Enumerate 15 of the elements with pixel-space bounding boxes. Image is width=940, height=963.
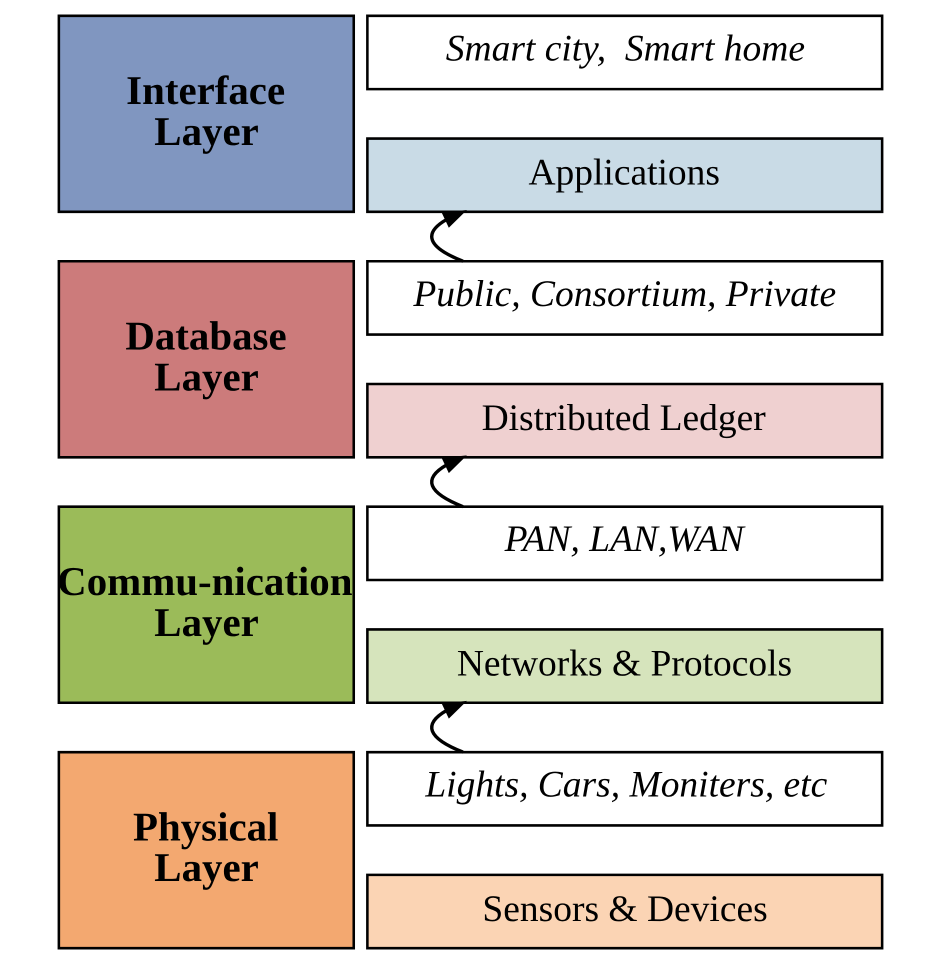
- node-box: PAN, LAN,WAN: [366, 504, 883, 581]
- arrow: [430, 454, 466, 508]
- node-box: Sensors & Devices: [366, 873, 883, 949]
- node-box: Commu-nication Layer: [57, 504, 355, 704]
- node-box: Public, Consortium, Private: [366, 259, 883, 336]
- node-box: Database Layer: [57, 259, 355, 458]
- node-box: Networks & Protocols: [366, 628, 883, 704]
- node-box: Smart city, Smart home: [366, 14, 883, 90]
- node-box: Distributed Ledger: [366, 382, 883, 458]
- node-box: Lights, Cars, Moniters, etc: [366, 750, 883, 826]
- node-box: Applications: [366, 136, 883, 213]
- node-box: Physical Layer: [57, 750, 355, 949]
- arrow: [430, 700, 466, 754]
- arrow: [430, 209, 466, 262]
- node-box: Interface Layer: [57, 14, 355, 213]
